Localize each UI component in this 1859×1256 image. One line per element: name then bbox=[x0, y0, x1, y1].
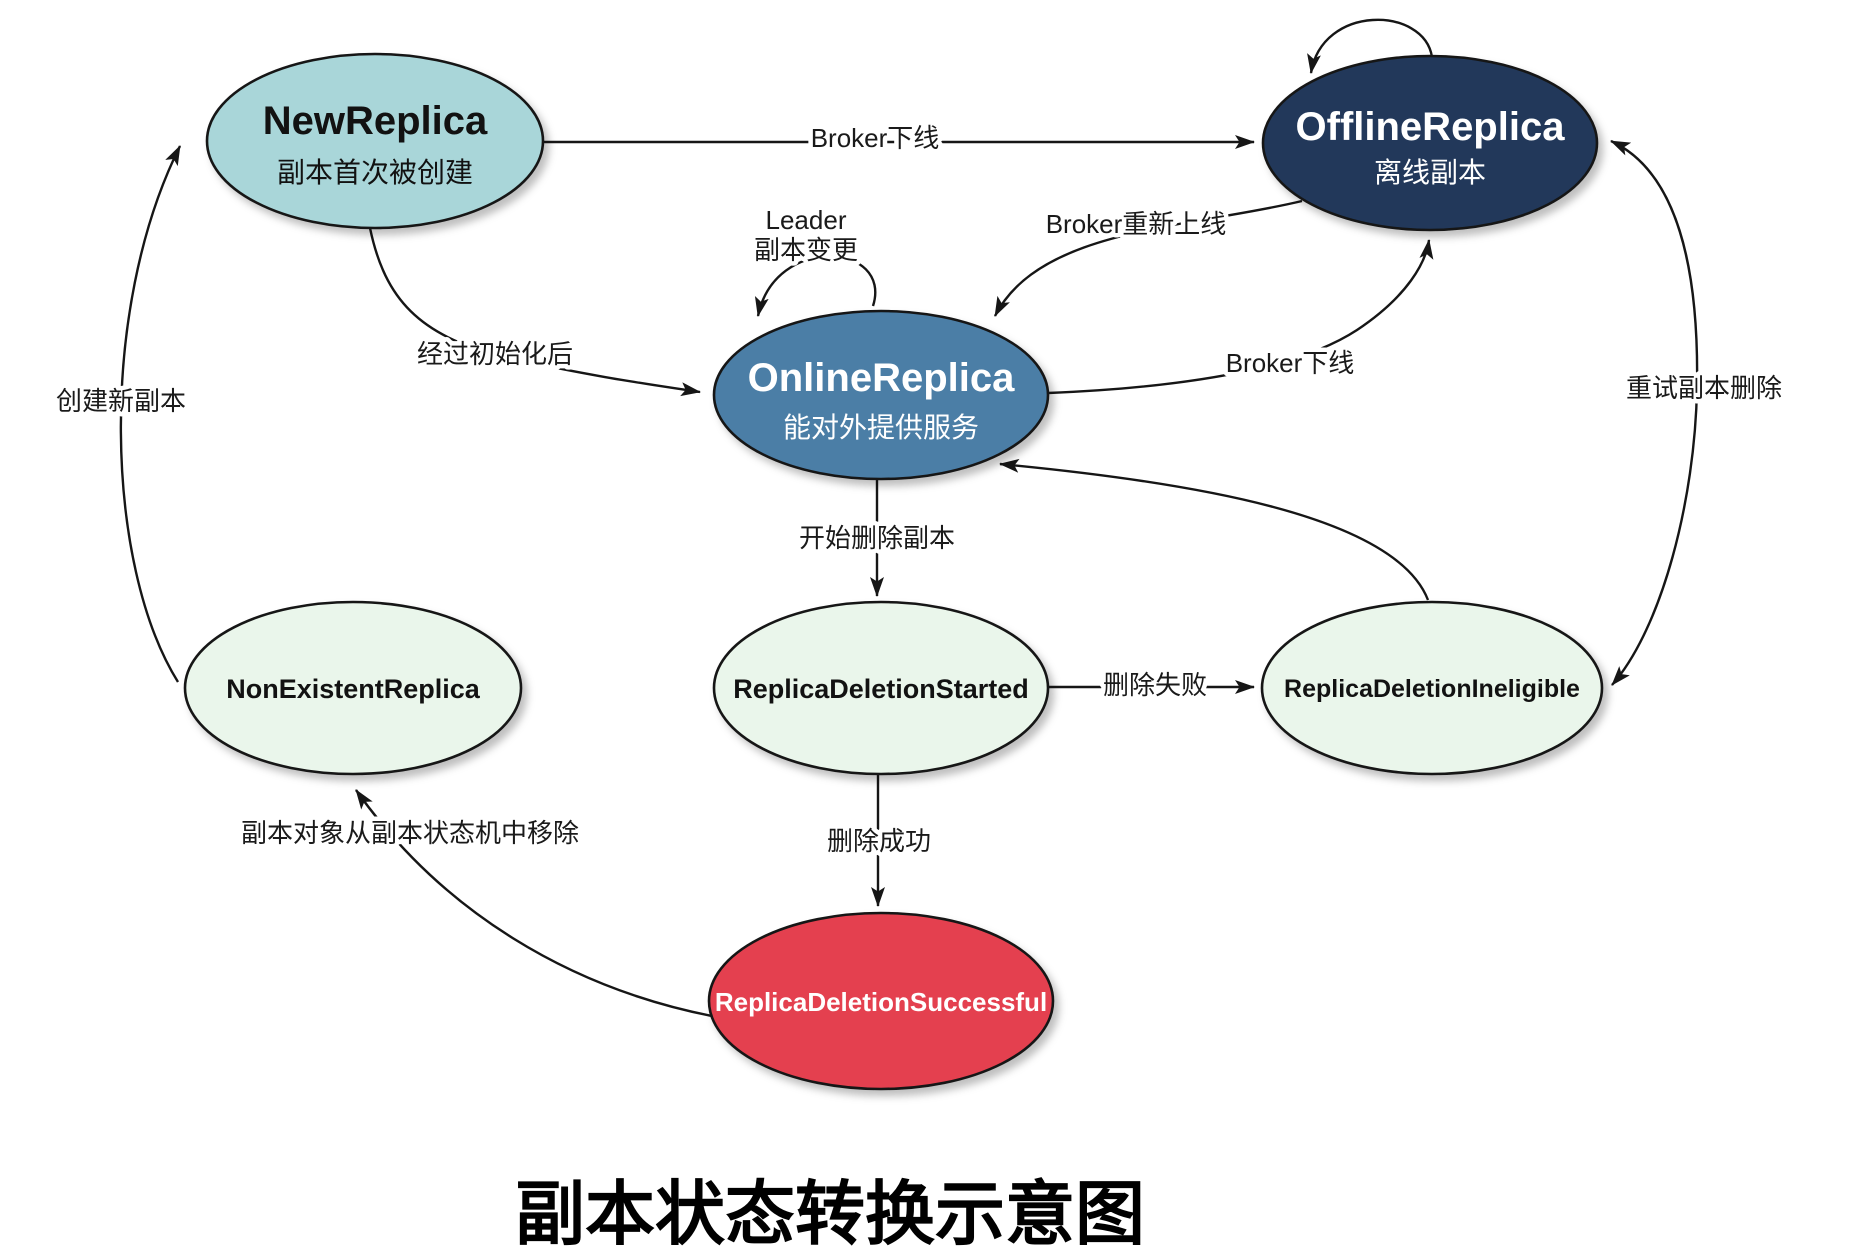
edge-label-deletion-success: 删除成功 bbox=[827, 826, 931, 856]
edge-label-leader-line2: 副本变更 bbox=[754, 235, 858, 265]
replica-deletion-started-title: ReplicaDeletionStarted bbox=[733, 674, 1029, 704]
node-replica-deletion-started: ReplicaDeletionStarted bbox=[712, 600, 1050, 776]
edge-label-broker-offline-top: Broker下线 bbox=[811, 123, 940, 153]
node-new-replica: NewReplica 副本首次被创建 bbox=[205, 52, 545, 230]
online-replica-subtitle: 能对外提供服务 bbox=[783, 412, 979, 443]
non-existent-replica-ellipse bbox=[183, 600, 523, 776]
replica-deletion-started-ellipse bbox=[712, 600, 1050, 776]
offline-replica-ellipse bbox=[1261, 54, 1599, 232]
replica-deletion-successful-title: ReplicaDeletionSuccessful bbox=[715, 987, 1047, 1017]
edge-label-removed-from-state-machine: 副本对象从副本状态机中移除 bbox=[241, 818, 579, 848]
replica-deletion-successful-ellipse bbox=[707, 911, 1055, 1091]
replica-deletion-ineligible-ellipse bbox=[1260, 600, 1604, 776]
node-replica-deletion-successful: ReplicaDeletionSuccessful bbox=[707, 911, 1055, 1091]
online-replica-title: OnlineReplica bbox=[748, 356, 1015, 400]
edge-label-broker-back-online: Broker重新上线 bbox=[1046, 209, 1227, 239]
edge-offline-self-loop bbox=[1307, 18, 1434, 74]
edge-new-to-online bbox=[368, 227, 701, 397]
edge-successful-to-nonexistent bbox=[355, 789, 713, 1018]
edge-online-self-loop bbox=[754, 255, 877, 317]
non-existent-replica-title: NonExistentReplica bbox=[226, 674, 481, 704]
node-non-existent-replica: NonExistentReplica bbox=[183, 600, 523, 776]
node-online-replica: OnlineReplica 能对外提供服务 bbox=[712, 309, 1050, 481]
new-replica-title: NewReplica bbox=[263, 99, 488, 143]
online-replica-ellipse bbox=[712, 309, 1050, 481]
node-replica-deletion-ineligible: ReplicaDeletionIneligible bbox=[1260, 600, 1604, 776]
edge-label-start-deletion: 开始删除副本 bbox=[799, 523, 955, 553]
edge-label-retry-deletion: 重试副本删除 bbox=[1626, 373, 1782, 403]
edge-ineligible-offline-retry bbox=[1610, 139, 1699, 686]
edge-label-deletion-failed: 删除失败 bbox=[1103, 670, 1207, 700]
new-replica-ellipse bbox=[205, 52, 545, 230]
offline-replica-subtitle: 离线副本 bbox=[1374, 157, 1486, 188]
edge-label-leader-line1: Leader bbox=[766, 205, 847, 235]
edge-offline-to-online bbox=[993, 199, 1303, 317]
replica-deletion-ineligible-title: ReplicaDeletionIneligible bbox=[1284, 675, 1580, 703]
edge-online-to-offline bbox=[1047, 239, 1434, 395]
offline-replica-title: OfflineReplica bbox=[1296, 105, 1566, 149]
diagram-title: 副本状态转换示意图 bbox=[515, 1175, 1145, 1253]
edge-label-after-init: 经过初始化后 bbox=[417, 339, 573, 369]
edge-nonexistent-to-new bbox=[119, 145, 182, 683]
new-replica-subtitle: 副本首次被创建 bbox=[277, 157, 473, 188]
node-offline-replica: OfflineReplica 离线副本 bbox=[1261, 54, 1599, 232]
edge-ineligible-to-online bbox=[999, 458, 1430, 601]
edge-label-broker-offline-mid: Broker下线 bbox=[1226, 348, 1355, 378]
edge-label-create-new-replica: 创建新副本 bbox=[56, 386, 186, 416]
